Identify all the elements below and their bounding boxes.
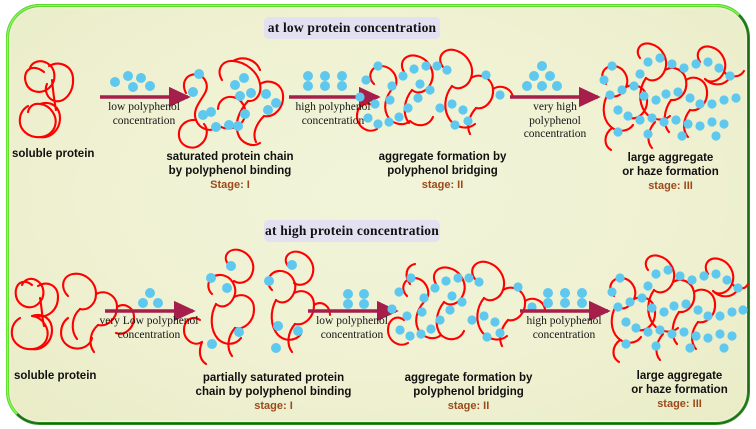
arrow-label-r2-1: very Low polyphenol concentration bbox=[94, 315, 204, 342]
caption-line: aggregate formation by bbox=[404, 372, 533, 384]
caption-line: aggregate formation by bbox=[378, 151, 507, 163]
caption-r1-s4: large aggregate or haze formation stage:… bbox=[603, 151, 738, 194]
caption-line: large aggregate bbox=[627, 152, 714, 164]
arrow-label-line: concentration bbox=[320, 328, 384, 341]
arrow-label-line: concentration bbox=[301, 114, 365, 127]
arrow-label-line: concentration bbox=[523, 128, 587, 140]
caption-line: by polyphenol binding bbox=[168, 165, 292, 177]
stage-label-r2-s3: stage: II bbox=[447, 400, 490, 412]
arrow-label-line: low polyphenol bbox=[316, 315, 388, 327]
caption-line: saturated protein chain bbox=[166, 151, 294, 163]
arrow-label-line: concentration bbox=[532, 328, 596, 341]
caption-line: polyphenol bridging bbox=[413, 386, 524, 398]
caption-line: or haze formation bbox=[622, 166, 719, 178]
caption-r2-s3: aggregate formation by polyphenol bridgi… bbox=[396, 371, 541, 414]
caption-line: large aggregate bbox=[636, 370, 723, 382]
arrow-label-r2-3: high polyphenol concentration bbox=[514, 315, 614, 342]
caption-line: chain by polyphenol binding bbox=[195, 386, 352, 398]
caption-line: polyphenol bridging bbox=[387, 165, 498, 177]
caption-r2-s2: partially saturated protein chain by pol… bbox=[186, 371, 361, 414]
arrow-label-r1-2: high polyphenol concentration bbox=[283, 101, 383, 128]
arrow-label-line: concentration bbox=[117, 328, 181, 341]
arrow-label-line: low polyphenol bbox=[108, 101, 180, 113]
caption-line: partially saturated protein bbox=[202, 372, 345, 384]
stage-label-r2-s4: stage: III bbox=[657, 398, 702, 410]
arrow-label-line: polyphenol bbox=[529, 114, 581, 127]
arrow-label-line: high polyphenol bbox=[295, 101, 371, 113]
stage-label-r1-s3: stage: II bbox=[421, 179, 464, 191]
arrow-label-r1-1: low polyphenol concentration bbox=[94, 101, 194, 128]
stage-label-r1-s4: stage: III bbox=[648, 180, 693, 192]
caption-r1-s3: aggregate formation by polyphenol bridgi… bbox=[370, 150, 515, 193]
stage-label-r2-s2: stage: I bbox=[254, 400, 293, 412]
caption-r1-s1: soluble protein bbox=[12, 148, 95, 160]
arrow-label-line: very Low polyphenol bbox=[99, 315, 199, 327]
banner-low-protein: at low protein concentration bbox=[264, 17, 440, 39]
arrow-label-line: very high bbox=[533, 101, 577, 113]
arrow-label-line: concentration bbox=[112, 114, 176, 127]
stage-label-r1-s2: Stage: I bbox=[210, 179, 250, 191]
caption-r2-s4: large aggregate or haze formation stage:… bbox=[612, 369, 747, 412]
arrow-label-r1-3: very high polyphenol concentration bbox=[505, 101, 605, 142]
arrow-label-line: high polyphenol bbox=[526, 315, 602, 327]
arrow-label-r2-2: low polyphenol concentration bbox=[302, 315, 402, 342]
caption-line: or haze formation bbox=[631, 384, 728, 396]
caption-r1-s2: saturated protein chain by polyphenol bi… bbox=[155, 150, 305, 193]
caption-r2-s1: soluble protein bbox=[14, 370, 97, 382]
banner-high-protein: at high protein concentration bbox=[264, 220, 440, 242]
diagram-panel bbox=[6, 4, 750, 425]
